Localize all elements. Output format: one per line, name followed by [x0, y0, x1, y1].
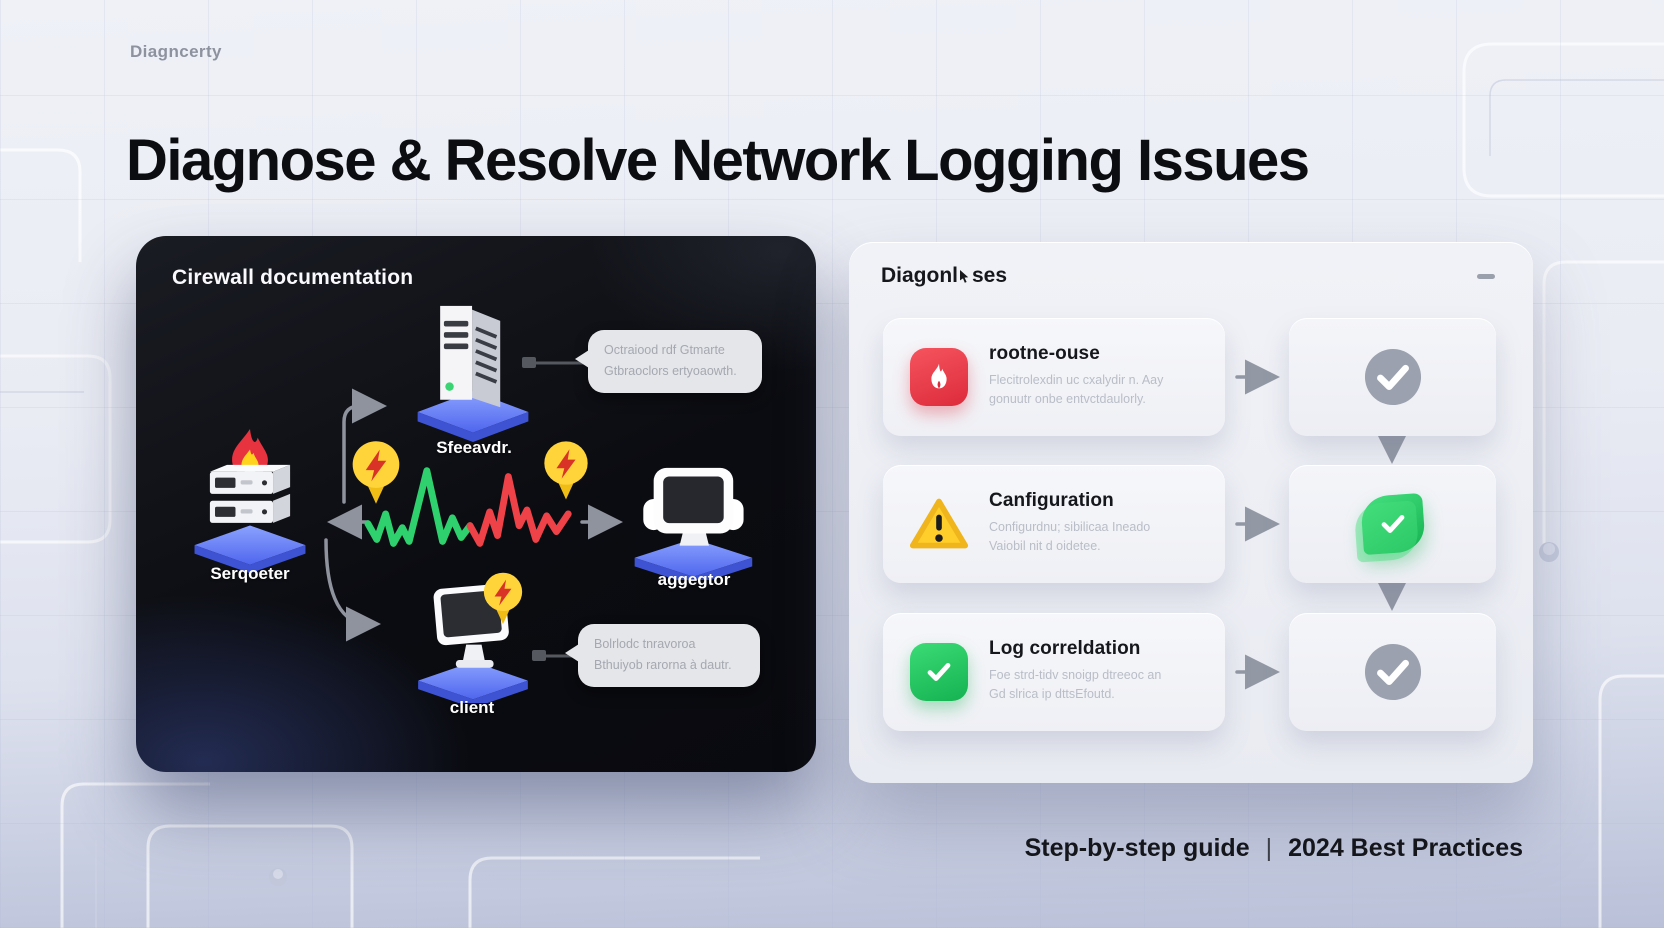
checklist-title-part2: ses — [972, 264, 1008, 287]
server-label: Sfeeavdr. — [436, 438, 512, 457]
checklist-arrows — [1235, 359, 1410, 690]
callout-line: Bthuiyob rarorna à dautr. — [594, 658, 732, 673]
monitor-icon — [418, 583, 528, 703]
footer-left: Step-by-step guide — [1024, 834, 1250, 862]
brand-text: Diagncerty — [130, 42, 222, 61]
check-leaf-icon — [1359, 492, 1426, 556]
footer-text: Step-by-step guide | 2024 Best Practices — [1025, 834, 1523, 863]
checklist-row-root-cause: rootne-ouse Flecitrolexdin uc cxalydir n… — [883, 318, 1225, 436]
server-tower-icon — [417, 305, 529, 442]
minimize-icon[interactable] — [1477, 274, 1495, 279]
flame-icon — [910, 348, 968, 406]
client-label: client — [449, 698, 495, 717]
warning-triangle-icon — [909, 498, 969, 549]
callout-bubble-server: Octraiood rdf Gtmarte Gtbraoclors ertyoa… — [575, 330, 762, 393]
alert-pin-icon — [544, 441, 588, 500]
alert-pin-icon — [352, 441, 400, 504]
callout-line: Gtbraoclors ertyoaowth. — [604, 364, 737, 379]
row-title: Log correldation — [989, 638, 1141, 659]
flow-arrows — [324, 357, 623, 661]
check-circle-icon — [1364, 348, 1421, 406]
footer-separator: | — [1265, 834, 1273, 862]
checklist-row-configuration: Canfiguration Configurdnu; sibilicaa Ine… — [883, 465, 1225, 583]
firewall-diagram-card: Cirewall documentation — [136, 236, 816, 772]
row-desc: Configurdnu; sibilicaa Ineado Vaiobil ni… — [989, 520, 1151, 554]
server-stack-fire-icon — [194, 429, 306, 574]
status-card-1 — [1289, 318, 1496, 436]
callout-line: Bolrlodc tnravoroa — [594, 637, 696, 651]
checklist-card: Diagonl ses — [849, 242, 1533, 783]
row-title: Canfiguration — [989, 490, 1114, 511]
callout-line: Octraiood rdf Gtmarte — [604, 343, 725, 357]
footer-right: 2024 Best Practices — [1288, 834, 1523, 862]
checklist-row-log-correlation: Log correldation Foe strd-tidv snoigp dt… — [883, 613, 1225, 731]
checklist-title: Diagonl ses — [881, 264, 1007, 288]
status-card-3 — [1289, 613, 1496, 731]
fire-server-label: Serqoeter — [210, 564, 290, 583]
row-desc: Foe strd-tidv snoigp dtreeoc an Gd slric… — [989, 668, 1162, 702]
waveform-chart — [364, 467, 572, 547]
row-desc: Flecitrolexdin uc cxalydir n. Aay gonuut… — [989, 373, 1164, 407]
alert-pin-icon — [483, 572, 523, 625]
checklist-title-part1: Diagonl — [881, 264, 958, 287]
check-square-icon — [910, 643, 968, 701]
row-title: rootne-ouse — [989, 343, 1100, 364]
callout-bubble-client: Bolrlodc tnravoroa Bthuiyob rarorna à da… — [565, 624, 760, 687]
check-circle-icon — [1364, 643, 1421, 701]
aggregator-label: aggegtor — [657, 570, 731, 589]
firewall-card-title: Cirewall documentation — [172, 266, 414, 289]
page-title: Diagnose & Resolve Network Logging Issue… — [126, 127, 1310, 193]
status-card-2 — [1289, 465, 1496, 583]
cursor-icon — [960, 269, 969, 283]
desktop-computer-icon — [634, 467, 753, 580]
